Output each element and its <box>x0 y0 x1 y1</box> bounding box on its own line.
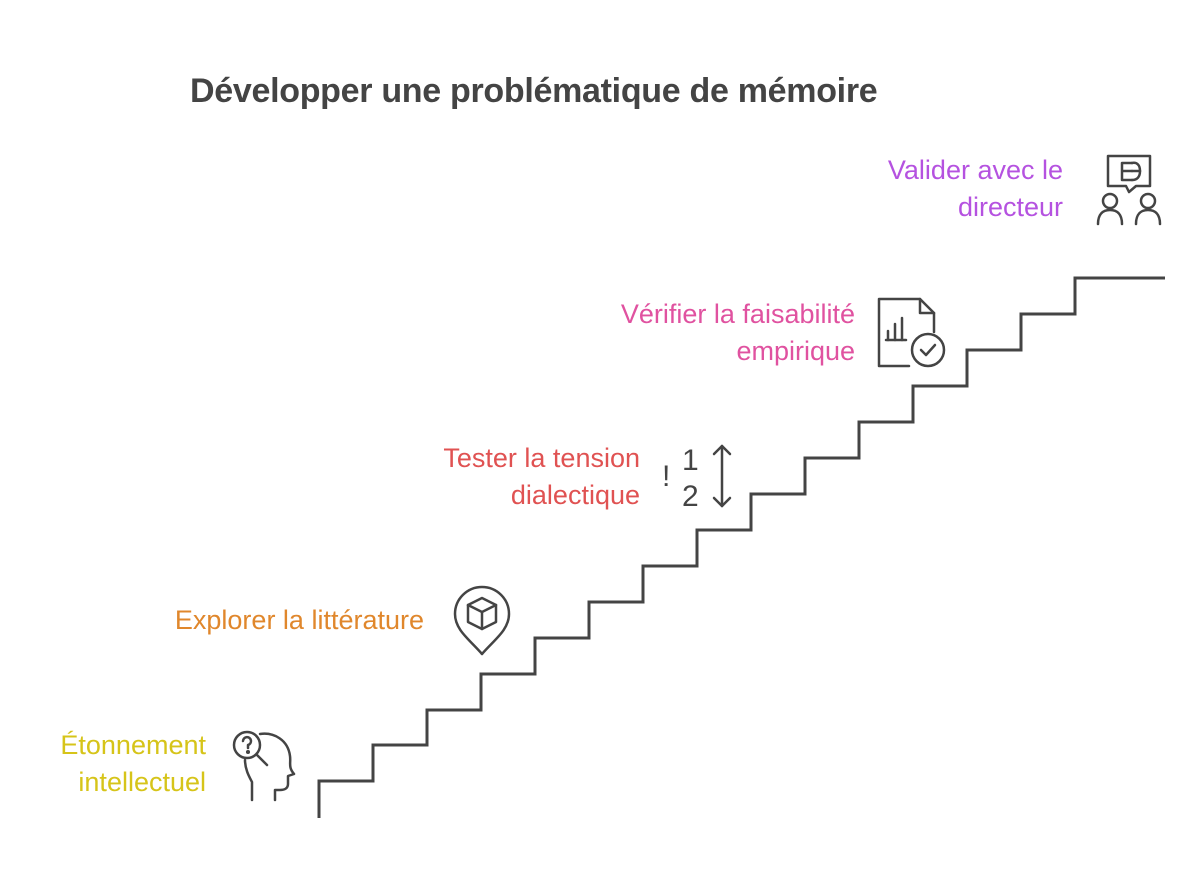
step-label-line: directeur <box>957 192 1063 222</box>
step-label-etonnement: Étonnement intellectuel <box>60 727 206 801</box>
step-label-line: intellectuel <box>78 767 206 797</box>
step-label-tester: Tester la tension dialectique <box>443 440 640 514</box>
step-label-line: Tester la tension <box>443 443 640 473</box>
number-two-glyph: 2 <box>682 480 699 513</box>
step-label-line: dialectique <box>510 480 640 510</box>
chart-document-check-icon <box>876 296 948 370</box>
number-one-glyph: 1 <box>682 444 699 477</box>
exclamation-glyph: ! <box>662 460 670 493</box>
step-label-line: empirique <box>736 336 855 366</box>
step-label-valider: Valider avec le directeur <box>888 152 1063 226</box>
numbered-order-arrows-icon: ! 1 2 <box>656 440 736 513</box>
location-pin-book-icon <box>452 584 512 658</box>
step-label-line: Explorer la littérature <box>174 605 424 635</box>
head-question-magnifier-icon <box>230 728 302 802</box>
step-label-verifier: Vérifier la faisabilité empirique <box>621 296 855 370</box>
staircase-line <box>317 276 1165 818</box>
two-people-discussion-icon <box>1092 152 1168 228</box>
step-label-line: Valider avec le <box>887 155 1063 185</box>
step-label-explorer: Explorer la littérature <box>175 602 424 639</box>
step-label-line: Vérifier la faisabilité <box>620 299 855 329</box>
step-label-line: Étonnement <box>60 730 206 760</box>
diagram-title: Développer une problématique de mémoire <box>190 72 878 110</box>
